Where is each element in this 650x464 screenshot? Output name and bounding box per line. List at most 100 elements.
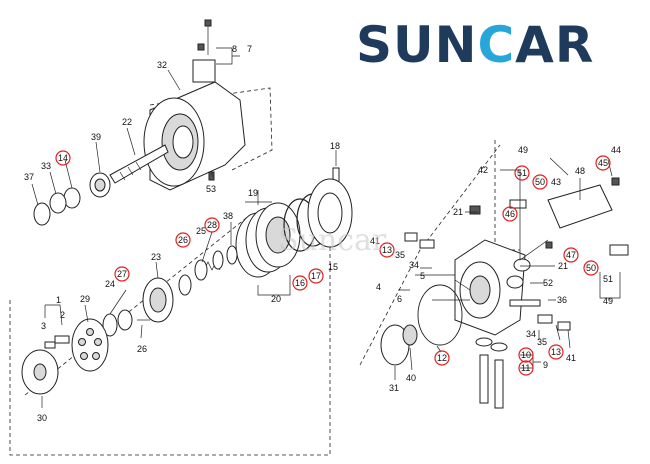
ring-26: [178, 274, 192, 296]
assembly-outline: [24, 214, 251, 396]
callout-52: 52: [543, 278, 553, 288]
callout-6: 6: [397, 294, 402, 304]
callout-4: 4: [376, 282, 381, 292]
callout-3: 3: [41, 321, 46, 331]
callout-14: 14: [58, 153, 68, 163]
highlight-ring-47: [563, 247, 579, 263]
callout-24: 24: [105, 279, 115, 289]
highlight-ring-50-upper: [532, 174, 548, 190]
callout-21-lower: 21: [558, 261, 568, 271]
callout-35-lower: 35: [537, 337, 547, 347]
highlight-ring-27: [114, 266, 130, 282]
callout-11: 11: [521, 363, 530, 373]
highlight-ring-45: [595, 155, 611, 171]
callout-51-lower: 51: [603, 274, 613, 284]
piston-shoe: [44, 341, 56, 349]
callout-23: 23: [151, 252, 161, 262]
bearing-race: [94, 178, 106, 192]
callout-9: 9: [543, 360, 548, 370]
callout-48: 48: [575, 166, 585, 176]
highlight-ring-28: [204, 217, 220, 233]
highlight-ring-13-upper: [379, 242, 395, 258]
callout-13-lower: 13: [551, 347, 561, 357]
valve-cover-assembly: [359, 140, 629, 409]
callout-32: 32: [157, 60, 167, 70]
brake-piston-bore: [317, 192, 343, 234]
logo-text: SUNCAR: [356, 16, 594, 72]
plug-21: [513, 258, 531, 272]
callout-1: 1: [56, 295, 61, 305]
callout-2: 2: [60, 310, 65, 320]
retainer-hole: [86, 328, 94, 336]
callout-40: 40: [406, 373, 416, 383]
callout-47: 47: [566, 250, 576, 260]
ring-28: [212, 250, 224, 270]
callout-35-upper: 35: [395, 250, 405, 260]
o-ring-10: [475, 337, 493, 347]
plug-47: [545, 241, 553, 249]
callout-34-lower: 34: [526, 329, 536, 339]
callout-49-upper: 49: [518, 145, 528, 155]
callout-10: 10: [521, 350, 531, 360]
callout-labels: 1 2 3 4 5 6 7 8 9 10 11 12 13 13 14 15 1…: [24, 44, 621, 423]
callout-29: 29: [80, 294, 90, 304]
relief-spool: [509, 299, 541, 307]
callout-30: 30: [37, 413, 47, 423]
callout-31: 31: [389, 383, 399, 393]
callout-21-upper: 21: [453, 207, 463, 217]
callout-36: 36: [557, 295, 567, 305]
highlight-ring-17: [308, 268, 324, 284]
callout-44: 44: [611, 145, 621, 155]
retainer-hole: [94, 338, 102, 346]
valve-bolt-head: [204, 19, 212, 27]
snap-ring-hole: [37, 206, 47, 222]
retainer-plate: [71, 318, 109, 372]
callout-49-lower: 49: [603, 296, 613, 306]
highlight-rings: [55, 150, 611, 376]
valve-nut: [197, 43, 205, 51]
check-valve: [419, 239, 435, 249]
callout-38: 38: [223, 211, 233, 221]
ring-27: [117, 309, 133, 331]
assembly-outline: [149, 87, 273, 171]
callout-16: 16: [295, 278, 305, 288]
swash-plate-center: [33, 363, 47, 381]
bearing-40: [402, 324, 418, 346]
callout-12: 12: [437, 353, 447, 363]
highlight-ring-12: [434, 350, 450, 366]
callout-53: 53: [206, 184, 216, 194]
o-ring-11: [490, 342, 508, 352]
highlight-ring-50-lower: [583, 260, 599, 276]
plug-21: [469, 205, 481, 215]
spool: [479, 354, 489, 404]
shaft-spline: [119, 161, 142, 181]
port-block: [547, 184, 613, 229]
callout-46: 46: [505, 209, 515, 219]
callout-7: 7: [247, 44, 252, 54]
oil-seal: [63, 187, 81, 209]
plug-13: [557, 321, 571, 331]
highlight-ring-10: [518, 347, 534, 363]
check-valve: [537, 314, 553, 324]
watermark: Suncar: [278, 223, 387, 258]
suncar-logo: SUNCAR: [356, 16, 594, 72]
plug-53: [208, 171, 215, 181]
callout-28: 28: [207, 220, 217, 230]
highlight-ring-46: [502, 206, 518, 222]
plug-51: [609, 244, 629, 256]
callout-42: 42: [478, 165, 488, 175]
assembly-outline: [359, 144, 501, 366]
retainer-hole: [80, 352, 88, 360]
callout-51-upper: 51: [517, 168, 527, 178]
highlight-ring-26: [175, 232, 191, 248]
callout-25: 25: [196, 226, 206, 236]
drive-shaft: [109, 144, 169, 184]
callout-41-lower: 41: [566, 353, 576, 363]
callout-19: 19: [248, 188, 258, 198]
plug-13: [404, 232, 418, 242]
callout-17: 17: [311, 271, 321, 281]
callout-39: 39: [91, 132, 101, 142]
callout-8: 8: [232, 44, 237, 54]
callout-26-lower: 26: [137, 344, 147, 354]
callout-43: 43: [551, 177, 561, 187]
